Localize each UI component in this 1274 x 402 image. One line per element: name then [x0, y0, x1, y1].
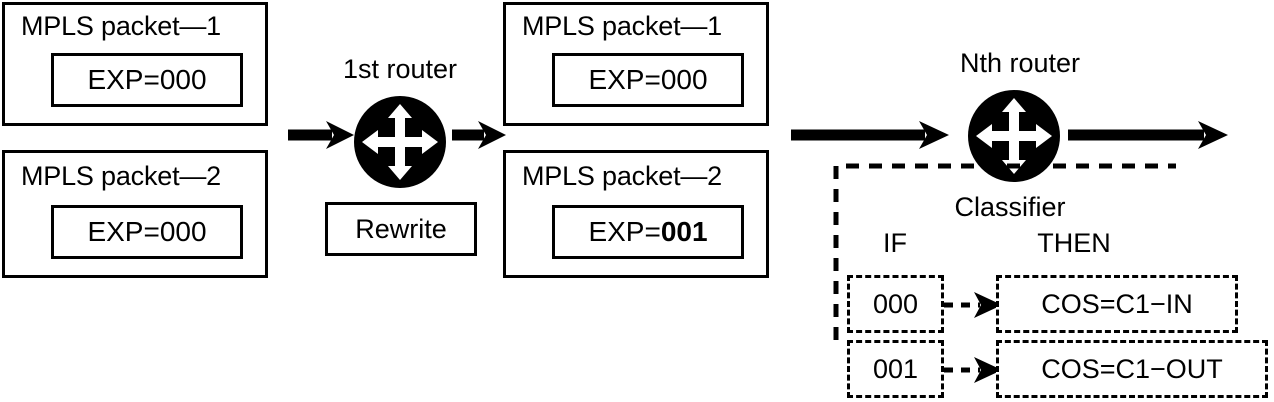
ingress-packet-1-box: MPLS packet—1 EXP=000	[2, 2, 268, 126]
router-icon	[352, 96, 448, 188]
classifier-title: Classifier	[954, 192, 1066, 222]
exp-value: 001	[660, 216, 708, 247]
ingress-packet-1-exp-box: EXP=000	[51, 53, 243, 107]
ingress-packet-2-exp-text: EXP=000	[87, 216, 206, 248]
exp-value: 000	[159, 64, 207, 95]
egress-packet-2-exp-text: EXP=001	[588, 216, 707, 248]
classifier-rule-2-then-box: COS=C1−OUT	[996, 340, 1268, 398]
exp-label: EXP=	[87, 64, 160, 95]
classifier-rule-1-if-value: 000	[872, 288, 919, 319]
egress-packet-2-box: MPLS packet—2 EXP=001	[503, 150, 769, 278]
classifier-rule-2-if-box: 001	[847, 340, 944, 398]
rewrite-label: Rewrite	[355, 213, 447, 244]
arrow-nth-router-egress	[1068, 118, 1230, 162]
ingress-packet-2-exp-box: EXP=000	[51, 205, 243, 259]
exp-label: EXP=	[588, 64, 661, 95]
arrow-egress-to-nth-router	[791, 118, 951, 162]
exp-value: 000	[159, 216, 207, 247]
egress-packet-1-exp-text: EXP=000	[588, 64, 707, 96]
classifier-dashed-connector	[828, 158, 1188, 348]
classifier-rule-2-arrow	[944, 353, 1006, 387]
classifier-rule-1-then-box: COS=C1−IN	[996, 275, 1238, 333]
egress-packet-1-box: MPLS packet—1 EXP=000	[503, 2, 769, 126]
ingress-packet-1-title: MPLS packet—1	[21, 11, 221, 41]
egress-packet-2-title: MPLS packet—2	[522, 161, 722, 191]
nth-router-label: Nth router	[959, 48, 1081, 78]
egress-packet-2-exp-box: EXP=001	[552, 205, 744, 259]
classifier-column-then: THEN	[1037, 228, 1111, 258]
egress-packet-1-exp-box: EXP=000	[552, 53, 744, 107]
exp-value: 000	[660, 64, 708, 95]
classifier-rule-2-then-value: COS=C1−OUT	[1041, 353, 1223, 384]
exp-label: EXP=	[588, 216, 661, 247]
egress-packet-1-title: MPLS packet—1	[522, 11, 722, 41]
arrow-first-router-to-egress	[452, 118, 508, 162]
first-router-label: 1st router	[342, 54, 458, 84]
classifier-rule-1-then-value: COS=C1−IN	[1041, 288, 1193, 319]
arrow-ingress-to-first-router	[288, 118, 358, 162]
ingress-packet-2-box: MPLS packet—2 EXP=000	[2, 150, 268, 278]
ingress-packet-2-title: MPLS packet—2	[21, 161, 221, 191]
exp-label: EXP=	[87, 216, 160, 247]
classifier-rule-2-if-value: 001	[872, 353, 919, 384]
classifier-column-if: IF	[883, 228, 907, 258]
rewrite-box: Rewrite	[325, 202, 477, 256]
classifier-rule-1-if-box: 000	[847, 275, 944, 333]
classifier-rule-1-arrow	[944, 288, 1006, 322]
ingress-packet-1-exp-text: EXP=000	[87, 64, 206, 96]
